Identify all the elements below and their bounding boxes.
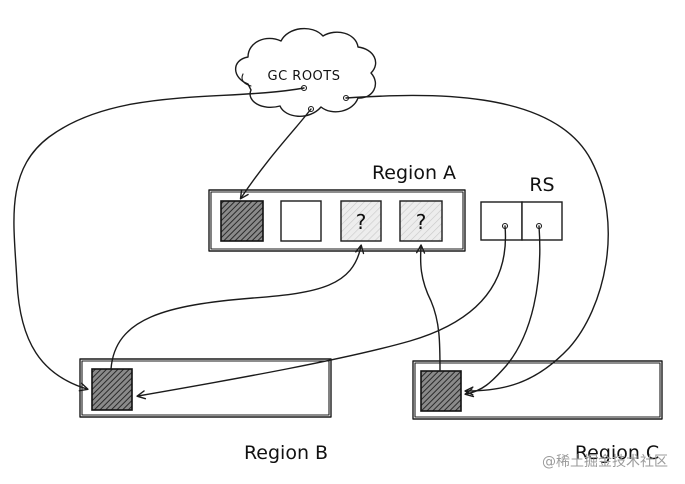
arrow-gc-root-to-region-a-live-object	[239, 108, 312, 200]
arrow-region-c-to-unknown-object-2	[415, 244, 441, 372]
gc-roots-label: GC ROOTS	[268, 69, 341, 84]
rs-entry-1	[480, 201, 523, 241]
rs-entry-2	[521, 201, 563, 241]
gc-roots-cloud: GC ROOTS	[234, 27, 377, 117]
region-a-empty-object	[280, 200, 322, 242]
region-c-live-object	[420, 370, 462, 412]
remembered-set: RS	[480, 174, 563, 241]
unknown-object-1-mark: ?	[356, 210, 367, 234]
region-b-live-object	[91, 368, 133, 411]
unknown-object-2-mark: ?	[416, 210, 427, 234]
arrow-gc-root-to-region-b-live-object	[13, 87, 305, 392]
region-a-live-object	[220, 200, 264, 242]
region-c-label: Region C	[575, 442, 659, 464]
arrow-region-b-to-unknown-object-1	[110, 244, 365, 370]
region-a-unknown-object-2	[399, 200, 443, 242]
arrow-rs-entry-1-to-region-b-live-object	[136, 225, 507, 400]
rs-label: RS	[529, 174, 554, 196]
watermark: @稀土掘金技术社区	[542, 454, 668, 470]
arrow-rs-entry-2-to-region-c-live-object	[464, 225, 541, 398]
region-b-label: Region B	[244, 442, 328, 464]
reference-arrows	[13, 87, 609, 400]
region-b: Region B	[79, 358, 332, 464]
region-a-box	[208, 189, 466, 252]
region-a-unknown-object-1	[340, 200, 382, 242]
arrow-gc-root-to-region-c-live-object	[345, 94, 609, 396]
region-a: Region A ? ?	[208, 162, 466, 252]
region-a-label: Region A	[372, 162, 456, 184]
region-c-box	[412, 360, 663, 420]
region-c: Region C	[412, 360, 663, 464]
